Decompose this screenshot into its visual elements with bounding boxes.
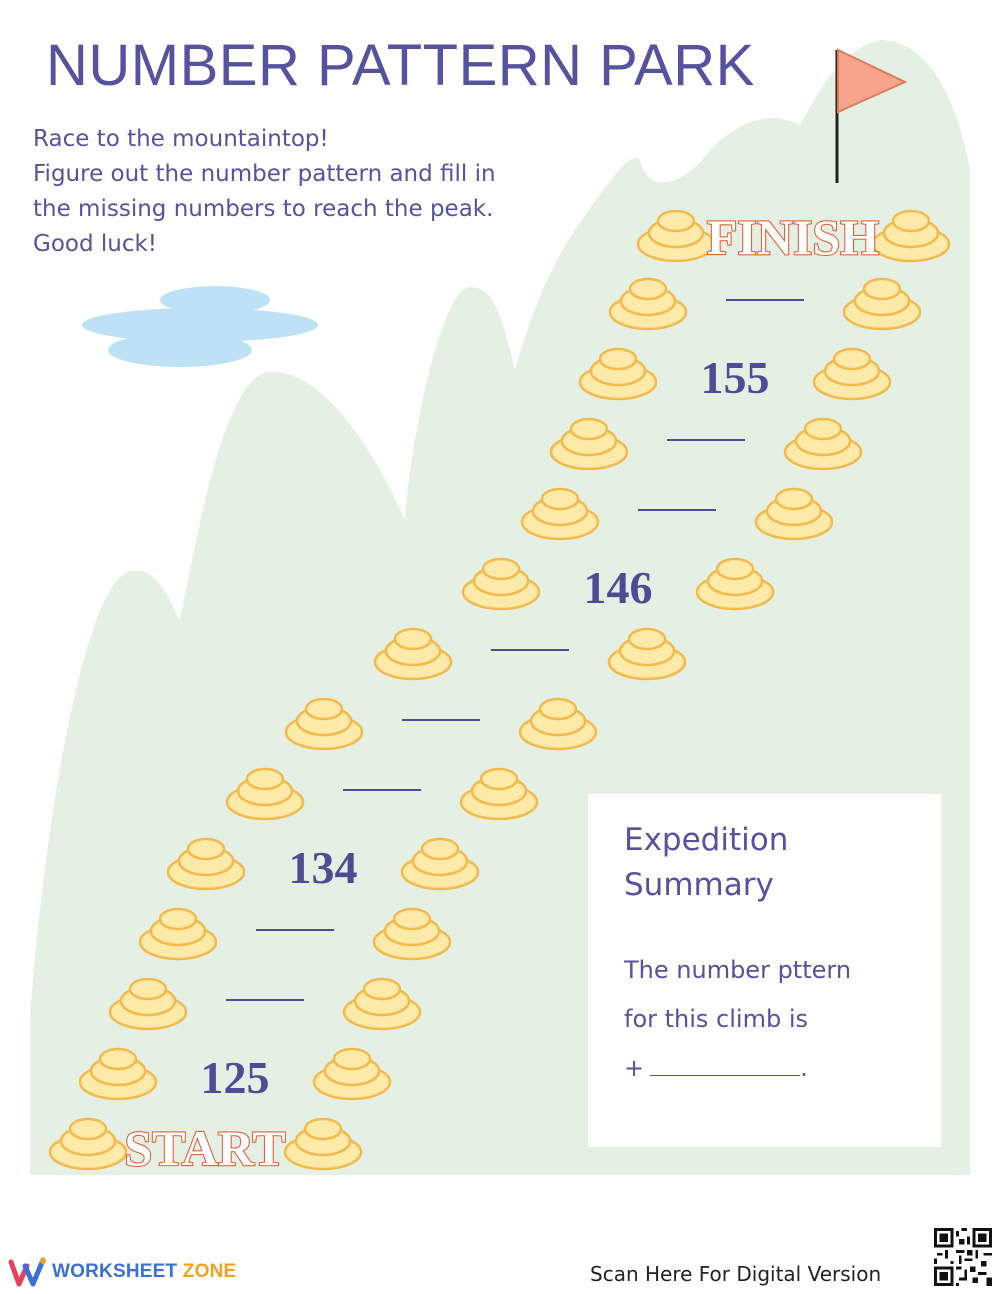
summary-body-line: The number pttern bbox=[624, 956, 852, 984]
instruction-line: Good luck! bbox=[33, 231, 158, 257]
finish-label: FINISH bbox=[707, 209, 879, 265]
brand-logo[interactable]: WORKSHEET ZONE bbox=[8, 1256, 248, 1292]
step-numbers: 125 134 146 155 bbox=[201, 352, 770, 1103]
answer-blanks bbox=[226, 299, 804, 1001]
summary-title: Expedition Summary bbox=[624, 818, 905, 908]
instruction-line: Race to the mountaintop! bbox=[33, 126, 329, 152]
instructions: Race to the mountaintop! Figure out the … bbox=[33, 122, 553, 262]
brand-word-worksheet: WORKSHEET bbox=[52, 1261, 178, 1282]
expedition-summary-box: Expedition Summary The number pttern for… bbox=[588, 794, 941, 1147]
step-number: 146 bbox=[584, 562, 653, 613]
answer-suffix: . bbox=[800, 1054, 808, 1082]
flag-icon bbox=[835, 48, 908, 183]
summary-title-line: Summary bbox=[624, 867, 774, 903]
page-title: NUMBER PATTERN PARK bbox=[46, 33, 755, 98]
cloud-icon bbox=[82, 286, 318, 367]
step-number: 155 bbox=[701, 352, 770, 403]
brand-word-zone: ZONE bbox=[182, 1261, 237, 1282]
qr-code-icon[interactable] bbox=[934, 1228, 992, 1286]
instruction-line: the missing numbers to reach the peak. bbox=[33, 196, 494, 222]
step-number: 134 bbox=[289, 842, 358, 893]
start-label: START bbox=[124, 1120, 285, 1176]
step-number: 125 bbox=[201, 1052, 270, 1103]
brand-name: WORKSHEET ZONE bbox=[52, 1261, 236, 1283]
scan-instruction: Scan Here For Digital Version bbox=[590, 1262, 882, 1286]
summary-body: The number pttern for this climb is +. bbox=[624, 946, 905, 1093]
summary-body-line: for this climb is bbox=[624, 1005, 808, 1033]
brand-logo-icon bbox=[8, 1257, 46, 1287]
pattern-answer-line: +. bbox=[624, 1044, 905, 1093]
pattern-answer-blank[interactable] bbox=[650, 1053, 801, 1076]
summary-title-line: Expedition bbox=[624, 822, 789, 858]
instruction-line: Figure out the number pattern and fill i… bbox=[33, 161, 496, 187]
answer-prefix: + bbox=[624, 1054, 645, 1082]
